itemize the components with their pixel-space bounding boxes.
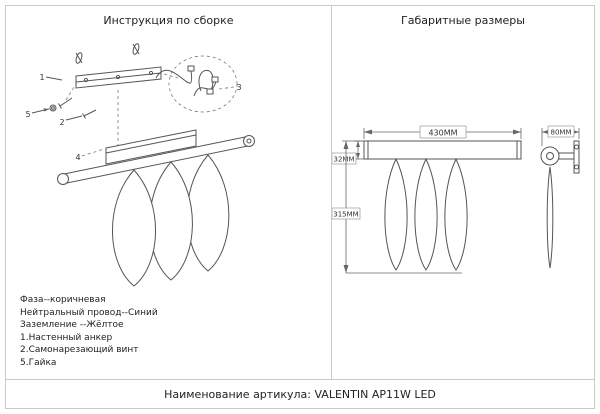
dimension-bar-height: 32MM: [332, 140, 364, 165]
note-part1: 1.Настенный анкер: [20, 332, 113, 343]
note-part2: 2.Самонарезающий винт: [20, 345, 139, 355]
nut-icon: [49, 104, 57, 112]
part-callouts: 1 5 2 4 3: [25, 73, 241, 162]
note-neutral: Нейтральный провод--Синий: [20, 307, 158, 318]
part-number-nut: 5: [25, 110, 30, 119]
shade: [384, 157, 408, 271]
mounting-bracket: [75, 66, 162, 89]
shade: [186, 154, 230, 272]
dim-width-label: 430MM: [428, 129, 457, 138]
assembly-panel: Инструкция по сборке: [6, 6, 331, 379]
front-view-shades: [384, 157, 468, 271]
lamp-tube: [57, 135, 255, 185]
part-number-anchor: 1: [39, 73, 44, 82]
dim-depth-label: 80MM: [551, 129, 572, 137]
dimensions-panel: Габаритные размеры: [332, 6, 594, 379]
assembly-panel-title: Инструкция по сборке: [103, 14, 234, 27]
wires-detail: [155, 55, 238, 113]
shade: [414, 157, 438, 271]
dimension-width: 430MM: [363, 125, 522, 139]
shade: [149, 161, 193, 281]
shade-side: [546, 166, 554, 269]
dimensions-drawing: 430MM 32MM: [332, 125, 580, 274]
shade: [444, 157, 468, 271]
assembly-drawing: 1 5 2 4 3: [25, 43, 255, 287]
dimension-depth: 80MM: [541, 125, 580, 146]
glass-shades: [112, 154, 230, 287]
sheet-border: Инструкция по сборке: [5, 5, 595, 409]
note-ground: Заземление --Жёлтое: [20, 320, 124, 330]
shade: [112, 169, 156, 287]
side-view: [540, 140, 580, 269]
dim-bar-height-label: 32MM: [334, 156, 355, 164]
front-view-bar: [363, 140, 522, 160]
part-number-screw: 2: [59, 118, 64, 127]
dim-total-height-label: 315MM: [333, 211, 358, 219]
driver-box: [105, 129, 197, 165]
footer-divider: [6, 379, 594, 380]
part-number-bracket: 4: [75, 153, 80, 162]
wall-anchor-icon: [75, 43, 140, 64]
note-part5: 5.Гайка: [20, 357, 57, 368]
alignment-lines: [65, 73, 179, 146]
dimensions-panel-title: Габаритные размеры: [401, 14, 525, 27]
part-number-wires: 3: [236, 83, 241, 92]
wiring-notes: Фаза--коричневая Нейтральный провод--Син…: [20, 294, 158, 369]
article-caption: Наименование артикула: VALENTIN AP11W LE…: [164, 387, 436, 401]
note-phase: Фаза--коричневая: [20, 295, 106, 305]
panel-divider: [331, 6, 332, 379]
dimension-total-height: 315MM: [332, 140, 462, 274]
screw-icon: [58, 97, 97, 119]
